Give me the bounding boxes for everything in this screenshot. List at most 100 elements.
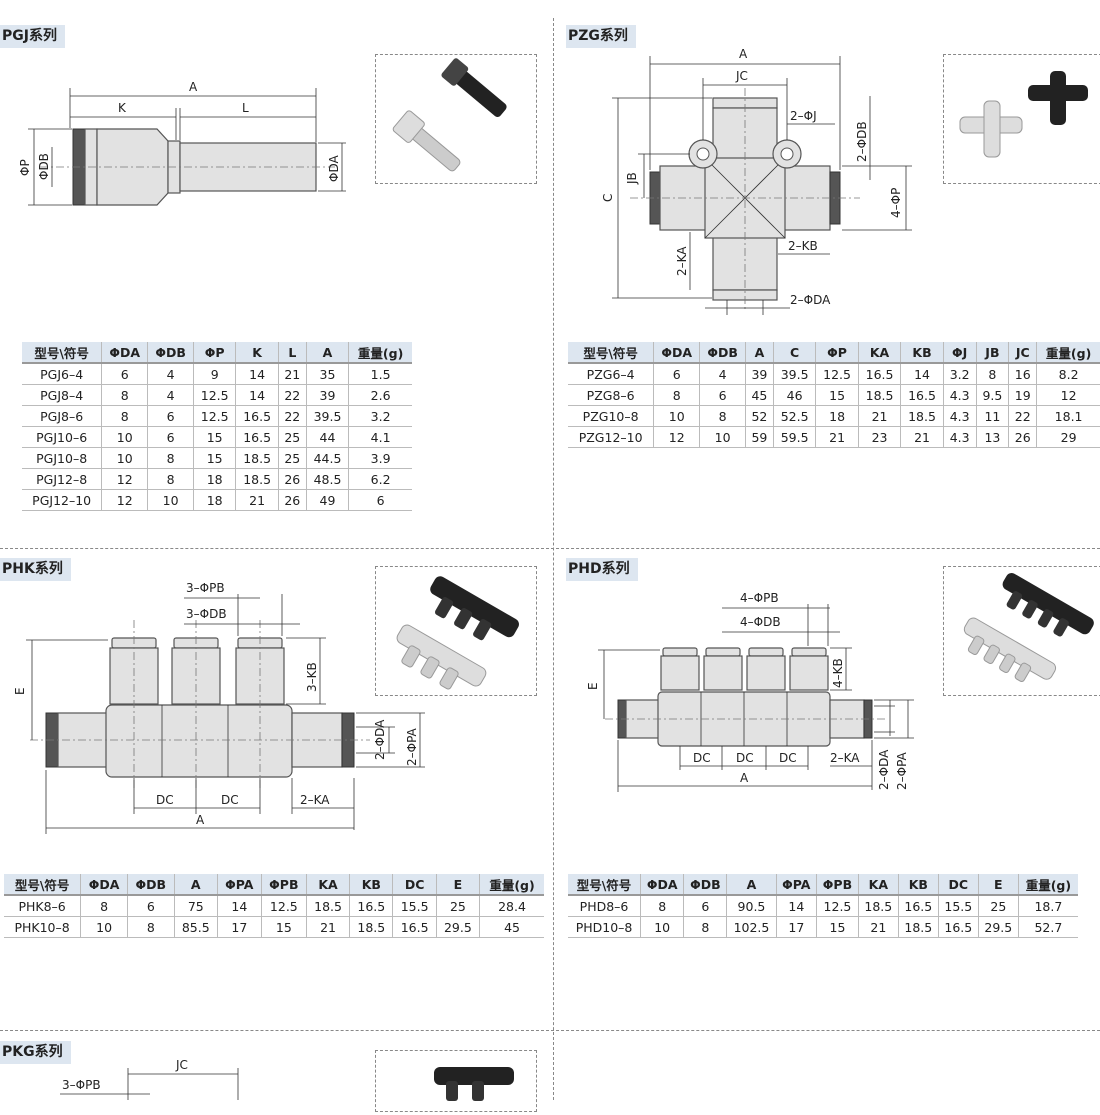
- table-cell: 39.5: [772, 363, 816, 385]
- table-cell: 4: [699, 363, 746, 385]
- phd-dim-dc-3: DC: [779, 751, 797, 765]
- th: ΦPA: [775, 874, 817, 896]
- table-cell: 8.2: [1036, 363, 1100, 385]
- phk-dim-dc-2: DC: [221, 793, 239, 807]
- th: ΦJ: [942, 342, 977, 364]
- table-cell: 10: [640, 916, 684, 938]
- table-cell: 18.5: [900, 405, 944, 427]
- table-cell: 6: [653, 363, 700, 385]
- table-cell: 45: [479, 916, 544, 938]
- pgj-dim-p: ΦP: [18, 159, 32, 176]
- phd-branch-ports: [660, 647, 829, 691]
- th: 重量(g): [348, 342, 412, 364]
- table-cell: 9: [192, 363, 236, 385]
- pzg-dim-db: 2–ΦDB: [855, 121, 869, 162]
- phd-dim-ka: 2–KA: [830, 751, 860, 765]
- table-cell: 52.5: [772, 405, 816, 427]
- th: ΦDB: [699, 342, 746, 364]
- table-cell: PGJ6–4: [22, 363, 102, 385]
- table-cell: 39: [305, 384, 349, 406]
- table-cell: 8: [683, 916, 727, 938]
- phd-dim-pa: 2–ΦPA: [895, 751, 909, 790]
- table-cell: 22: [277, 384, 307, 406]
- table-cell: 18: [815, 405, 859, 427]
- table-cell: 48.5: [305, 468, 349, 490]
- table-cell: 18.5: [857, 895, 899, 917]
- table-cell: 14: [235, 363, 279, 385]
- table-cell: 14: [235, 384, 279, 406]
- table-cell: 6: [127, 895, 175, 917]
- table-cell: 8: [147, 468, 194, 490]
- table-cell: 23: [857, 426, 901, 448]
- table-cell: 18.5: [897, 916, 939, 938]
- phd-product-photo: [943, 566, 1100, 696]
- th: ΦDA: [640, 874, 684, 896]
- table-cell: 8: [127, 916, 175, 938]
- table-cell: 9.5: [975, 384, 1009, 406]
- table-cell: 10: [80, 916, 128, 938]
- table-cell: 12: [101, 468, 148, 490]
- th: 型号\符号: [4, 874, 81, 896]
- table-cell: 8: [640, 895, 684, 917]
- table-cell: 21: [305, 916, 350, 938]
- th: KA: [857, 874, 899, 896]
- table-cell: 18.5: [305, 895, 350, 917]
- phk-dim-dc-1: DC: [156, 793, 174, 807]
- table-cell: 16.5: [897, 895, 939, 917]
- table-cell: 26: [1008, 426, 1037, 448]
- table-cell: 21: [900, 426, 944, 448]
- pkg-section-title: PKG系列: [0, 1041, 71, 1064]
- table-cell: 4.3: [942, 384, 977, 406]
- table-cell: 3.9: [348, 447, 412, 469]
- table-cell: 18.5: [235, 447, 279, 469]
- table-cell: 46: [772, 384, 816, 406]
- phd-section-title: PHD系列: [566, 558, 638, 581]
- table-cell: 45: [744, 384, 774, 406]
- th: 型号\符号: [568, 342, 654, 364]
- table-cell: 29.5: [435, 916, 480, 938]
- table-cell: PGJ10–6: [22, 426, 102, 448]
- th: ΦDA: [653, 342, 700, 364]
- table-cell: 16.5: [392, 916, 437, 938]
- table-cell: 16: [1008, 363, 1037, 385]
- table-cell: PHK10–8: [4, 916, 81, 938]
- pgj-dim-da: ΦDA: [327, 155, 341, 182]
- table-cell: 1.5: [348, 363, 412, 385]
- table-cell: 18.5: [235, 468, 279, 490]
- th: K: [235, 342, 279, 364]
- table-cell: 6: [699, 384, 746, 406]
- phd-dim-db: 4–ΦDB: [740, 615, 781, 629]
- pzg-dim-da: 2–ΦDA: [790, 293, 831, 307]
- table-cell: 8: [699, 405, 746, 427]
- phk-dim-a: A: [196, 813, 205, 827]
- row-divider-2: [0, 1030, 1100, 1031]
- table-cell: 25: [435, 895, 480, 917]
- table-cell: 17: [216, 916, 262, 938]
- phk-dim-e: E: [13, 687, 27, 695]
- th: 型号\符号: [568, 874, 641, 896]
- phk-section-title: PHK系列: [0, 558, 71, 581]
- phd-dim-pb: 4–ΦPB: [740, 591, 779, 605]
- table-cell: 10: [653, 405, 700, 427]
- th: ΦPB: [260, 874, 307, 896]
- pgj-dim-a: A: [189, 80, 198, 94]
- th: L: [277, 342, 307, 364]
- phd-dim-a: A: [740, 771, 749, 785]
- table-cell: 39.5: [305, 405, 349, 427]
- th: KB: [349, 874, 393, 896]
- pgj-dim-k: K: [118, 101, 127, 115]
- table-cell: 6: [101, 363, 148, 385]
- table-cell: 12: [101, 489, 148, 511]
- pzg-dim-jc: JC: [735, 69, 748, 83]
- pzg-dim-p: 4–ΦP: [889, 188, 903, 218]
- table-cell: 17: [775, 916, 817, 938]
- table-cell: 52.7: [1017, 916, 1078, 938]
- table-cell: PZG12–10: [568, 426, 654, 448]
- th: ΦPB: [816, 874, 859, 896]
- pzg-dim-jb: JB: [625, 172, 639, 185]
- table-cell: 16.5: [235, 405, 279, 427]
